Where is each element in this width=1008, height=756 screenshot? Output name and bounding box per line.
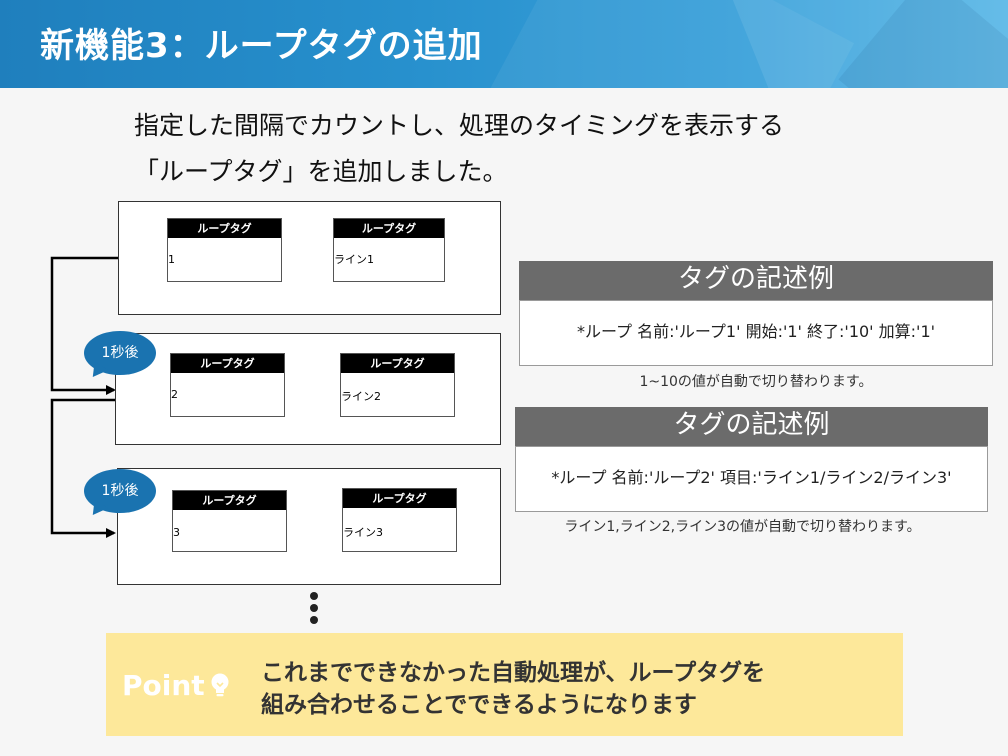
loop-frame-2: ループタグ 2 ループタグ ライン2 xyxy=(115,333,501,445)
loop-tag-header: ループタグ xyxy=(171,354,284,373)
loop-tag-value: ライン3 xyxy=(343,526,383,539)
title-banner: 新機能3：ループタグの追加 xyxy=(0,0,1008,88)
loop-tag-value: 2 xyxy=(171,388,178,401)
loop-tag-value: 1 xyxy=(168,253,175,266)
one-second-later-bubble: 1秒後 xyxy=(84,331,156,383)
loop-tag-header: ループタグ xyxy=(168,219,281,238)
loop-tag-line: ループタグ ライン2 xyxy=(340,353,455,417)
loop-tag-line: ループタグ ライン3 xyxy=(342,488,457,552)
intro-line-1: 指定した間隔でカウントし、処理のタイミングを表示する xyxy=(134,111,785,140)
example-heading: タグの記述例 xyxy=(519,261,993,300)
loop-tag-header: ループタグ xyxy=(343,489,456,508)
bubble-label: 1秒後 xyxy=(101,483,139,499)
example-code: *ループ 名前:'ループ2' 項目:'ライン1/ライン2/ライン3' xyxy=(515,446,988,512)
continuation-dot xyxy=(310,592,318,600)
loop-tag-counter: ループタグ 3 xyxy=(172,490,287,552)
loop-tag-line: ループタグ ライン1 xyxy=(333,218,445,282)
example-code: *ループ 名前:'ループ1' 開始:'1' 終了:'10' 加算:'1' xyxy=(519,300,993,366)
arrow-frame2-to-frame3 xyxy=(50,398,118,538)
loop-frame-3: ループタグ 3 ループタグ ライン3 xyxy=(117,468,501,585)
loop-tag-header: ループタグ xyxy=(173,491,286,510)
point-text-line-2: 組み合わせることでできるようになります xyxy=(261,692,697,718)
point-text-line-1: これまでできなかった自動処理が、ループタグを xyxy=(261,660,766,686)
loop-tag-header: ループタグ xyxy=(341,354,454,373)
loop-tag-value: 3 xyxy=(173,526,180,539)
loop-tag-value: ライン1 xyxy=(334,253,374,266)
slide-title: 新機能3：ループタグの追加 xyxy=(40,26,483,66)
example-note: ライン1,ライン2,ライン3の値が自動で切り替わります。 xyxy=(564,519,921,535)
loop-tag-value: ライン2 xyxy=(341,390,381,403)
arrow-frame1-to-frame2 xyxy=(50,256,118,395)
lightbulb-icon xyxy=(211,673,229,697)
example-heading: タグの記述例 xyxy=(515,407,988,446)
point-label: Point xyxy=(122,669,205,702)
one-second-later-bubble: 1秒後 xyxy=(84,469,156,521)
point-callout: Point これまでできなかった自動処理が、ループタグを 組み合わせることででき… xyxy=(106,633,903,736)
continuation-dot xyxy=(310,616,318,624)
loop-frame-1: ループタグ 1 ループタグ ライン1 xyxy=(118,201,501,315)
example-note: 1~10の値が自動で切り替わります。 xyxy=(639,374,873,390)
loop-tag-counter: ループタグ 1 xyxy=(167,218,282,282)
intro-line-2: 「ループタグ」を追加しました。 xyxy=(134,157,508,186)
loop-tag-counter: ループタグ 2 xyxy=(170,353,285,417)
loop-tag-header: ループタグ xyxy=(334,219,444,238)
bubble-label: 1秒後 xyxy=(101,345,139,361)
continuation-dot xyxy=(310,604,318,612)
